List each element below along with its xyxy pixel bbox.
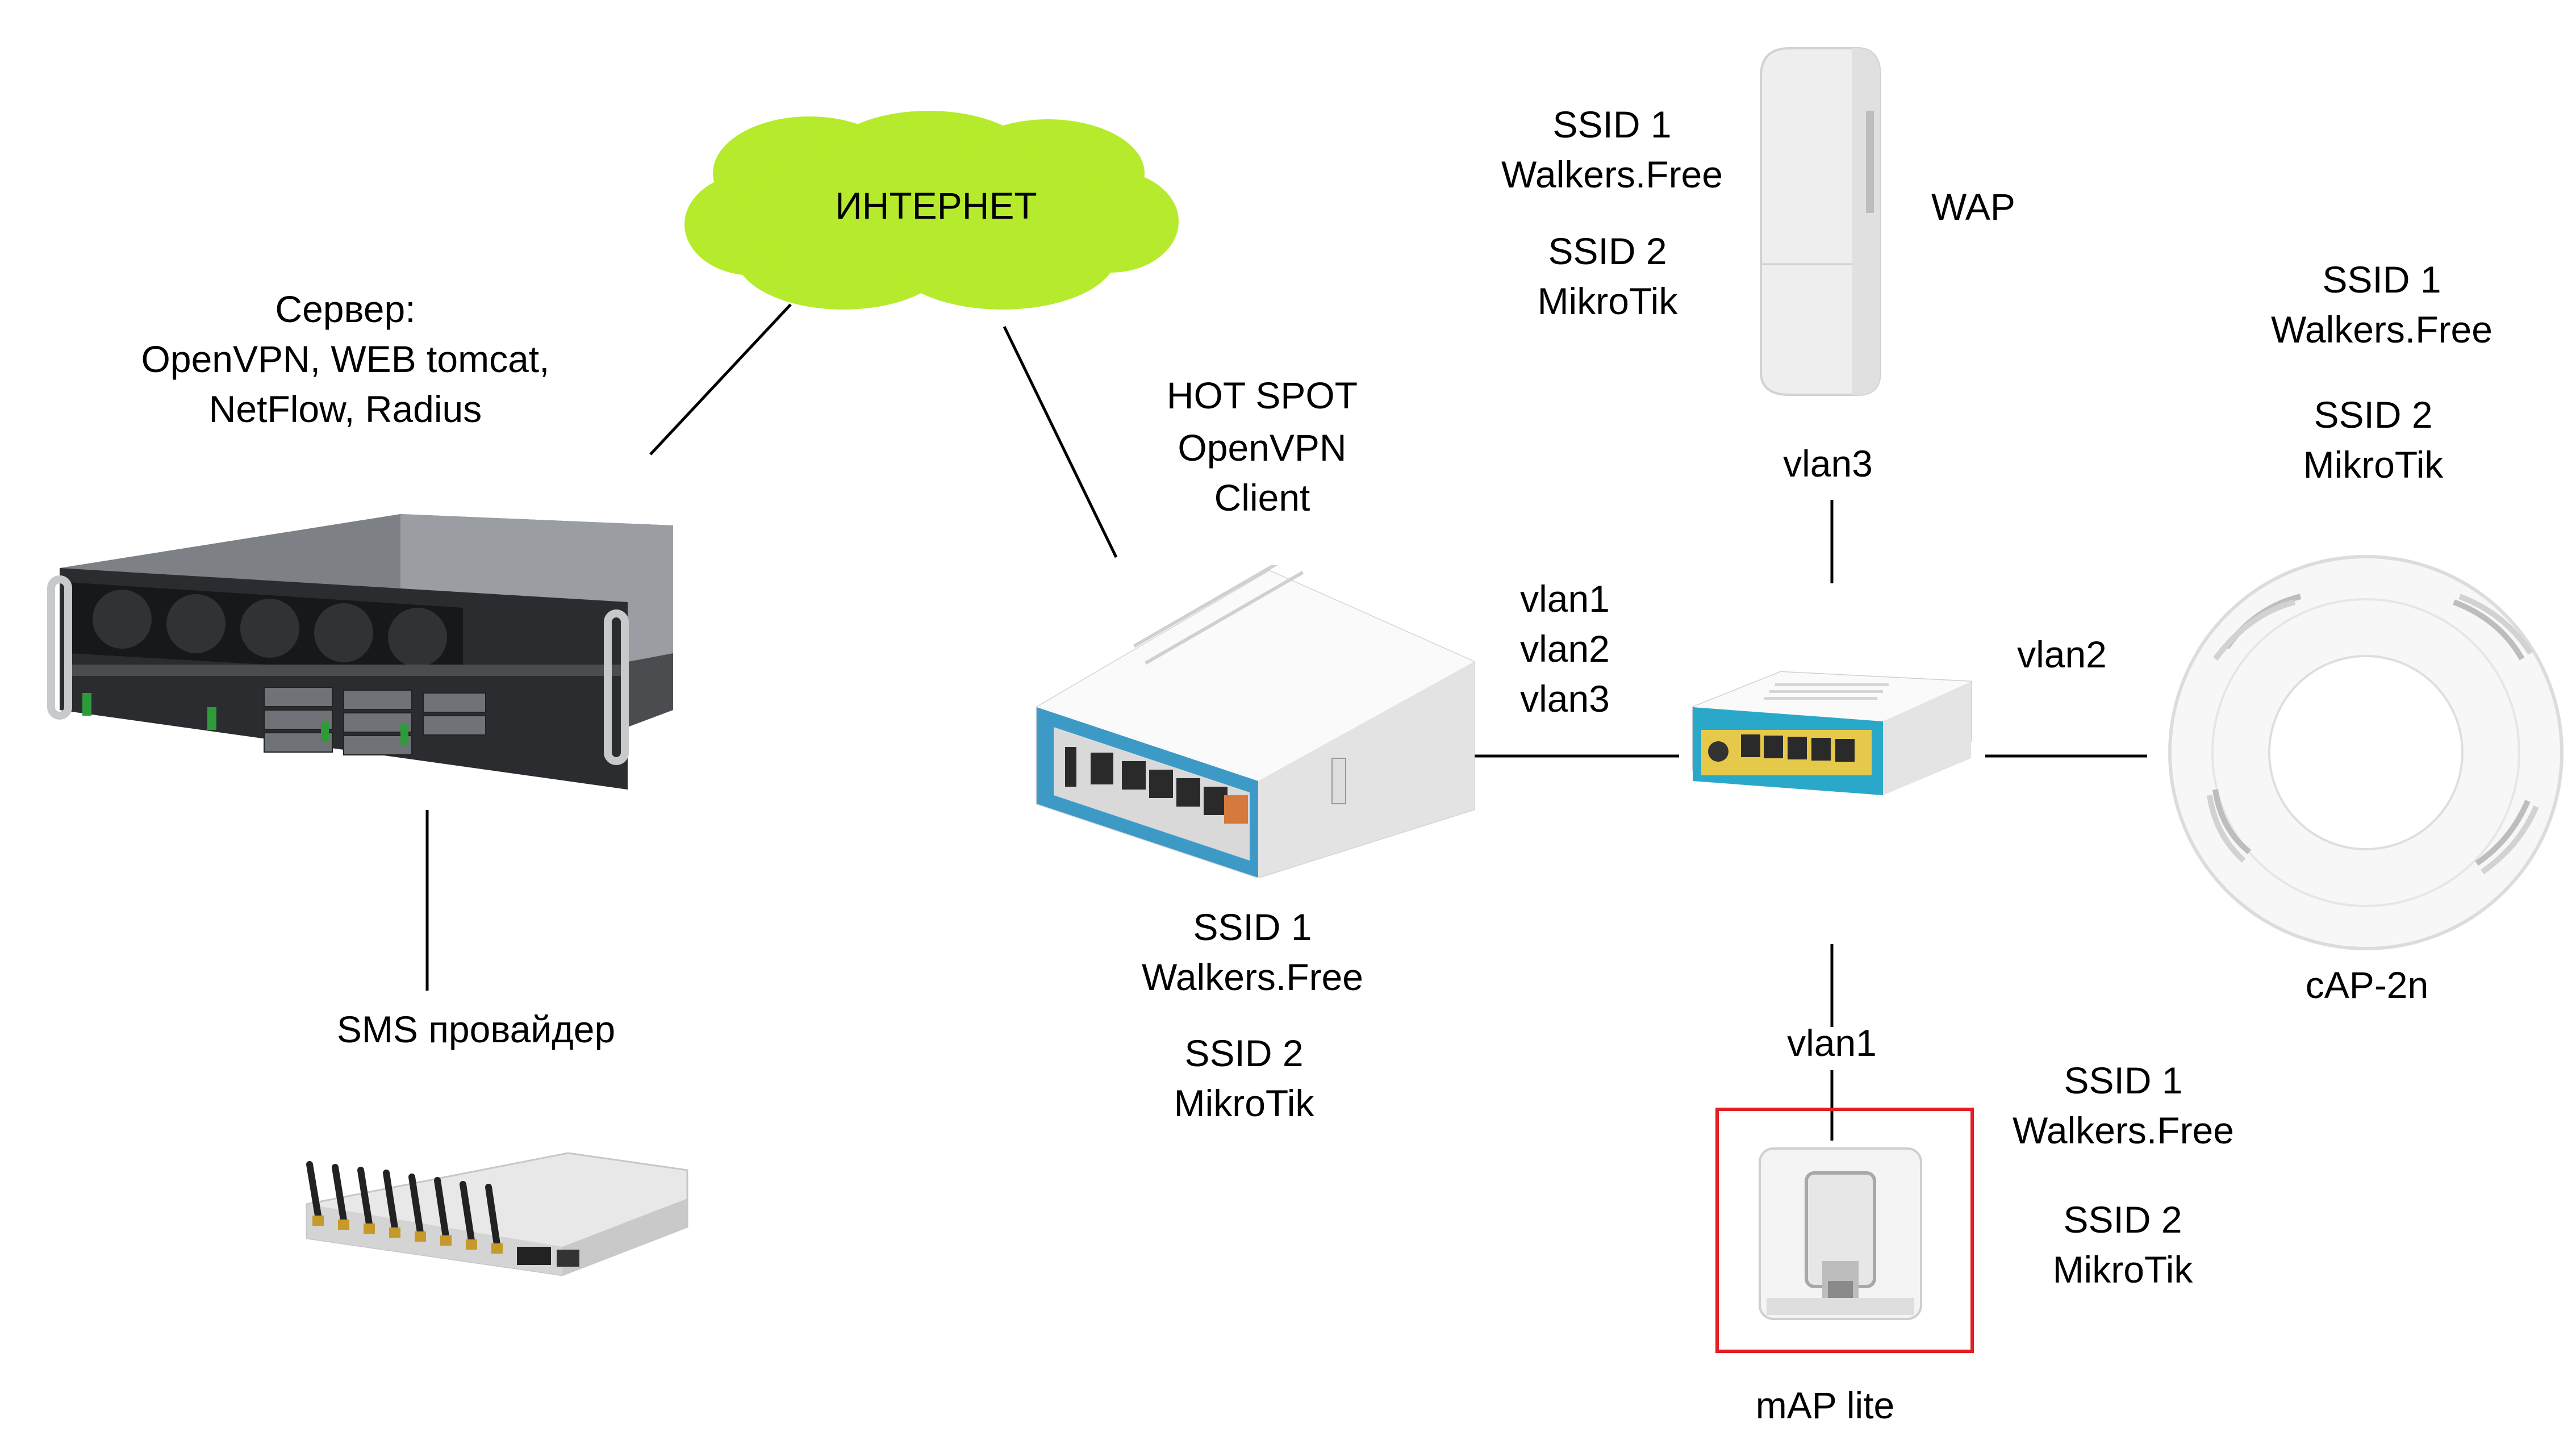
internet-label: ИНТЕРНЕТ [835, 185, 1037, 227]
map-lite-image [1755, 1142, 1926, 1323]
wap-vlan-label: vlan3 [1783, 442, 1873, 485]
internet-cloud [684, 111, 1179, 312]
wap-device-image [1750, 43, 1886, 400]
wap-ssid1: SSID 1 Walkers.Free [1501, 103, 1723, 195]
hotspot-ssid1: SSID 1 Walkers.Free [1142, 906, 1363, 998]
cap-ssid2: SSID 2 MikroTik [2303, 394, 2444, 486]
link-internet-router [1003, 325, 1118, 558]
hotspot-label: HOT SPOT OpenVPN Client [1166, 374, 1358, 519]
hap-router-image [1031, 565, 1480, 878]
cap-device-image [2159, 545, 2576, 954]
server-image [26, 483, 673, 801]
cap-label: cAP-2n [2305, 964, 2429, 1006]
sms-provider-label: SMS провайдер [336, 1008, 616, 1050]
map-highlight-frame [1715, 1108, 1974, 1353]
server-label: Сервер: OpenVPN, WEB tomcat, NetFlow, Ra… [141, 288, 550, 430]
link-server-internet [649, 303, 792, 456]
wap-ssid2: SSID 2 MikroTik [1537, 230, 1678, 322]
map-vlan-label: vlan1 [1787, 1022, 1877, 1064]
cap-ssid1: SSID 1 Walkers.Free [2271, 258, 2493, 350]
map-label: mAP lite [1755, 1384, 1895, 1426]
cap-vlan-label: vlan2 [2017, 633, 2107, 675]
trunk-vlans-label: vlan1 vlan2 vlan3 [1520, 578, 1610, 720]
wap-label: WAP [1931, 186, 2015, 228]
hotspot-ssid2: SSID 2 MikroTik [1174, 1032, 1314, 1124]
gsm-gateway-image [295, 1130, 693, 1278]
map-ssid2: SSID 2 MikroTik [2052, 1199, 2193, 1291]
hex-poe-switch-image [1690, 667, 1974, 798]
map-ssid1: SSID 1 Walkers.Free [2013, 1059, 2234, 1151]
